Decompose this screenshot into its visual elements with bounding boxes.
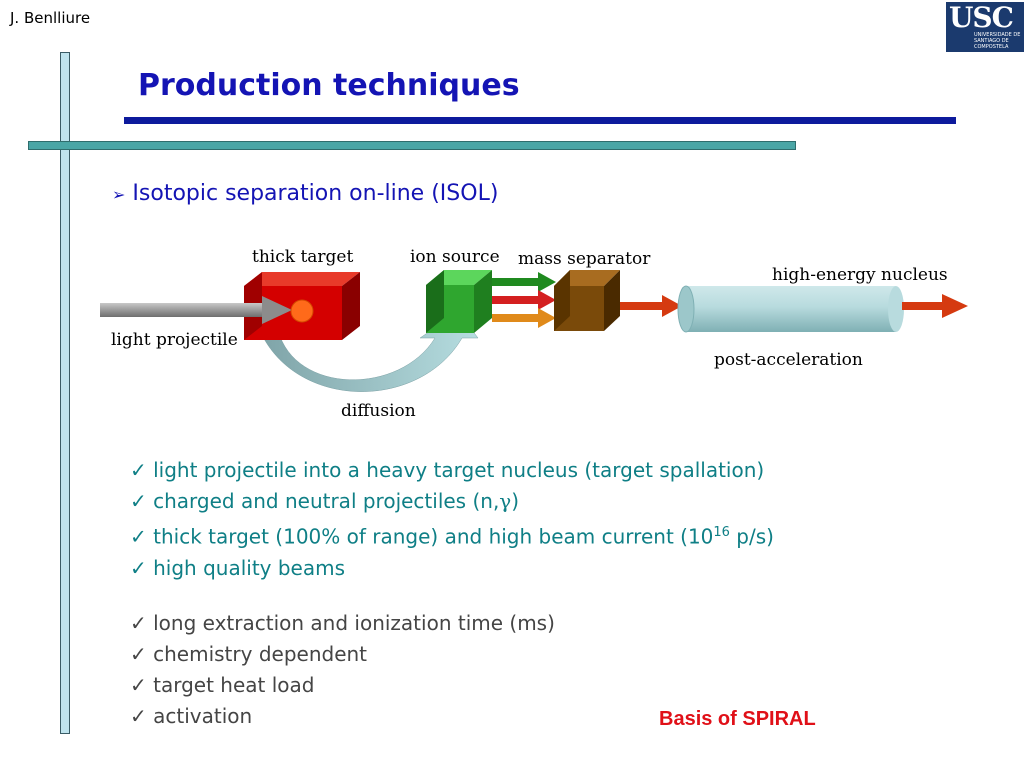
section-heading-text: Isotopic separation on-line (ISOL) <box>132 181 499 206</box>
logo-subtext: UNIVERSIDADE DE SANTIAGO DE COMPOSTELA <box>974 32 1021 50</box>
check-icon: ✓ <box>130 489 147 513</box>
list-item-text-end: ) <box>511 489 520 513</box>
check-icon: ✓ <box>130 611 147 635</box>
section-heading: ➢ Isotopic separation on-line (ISOL) <box>112 181 498 206</box>
list-item: ✓ light projectile into a heavy target n… <box>130 455 774 486</box>
logo-text: USC <box>949 1 1014 34</box>
drawbacks-list: ✓ long extraction and ionization time (m… <box>130 608 555 732</box>
label-post-acceleration: post-acceleration <box>714 350 863 370</box>
list-item: ✓ chemistry dependent <box>130 639 555 670</box>
vertical-decor-bar <box>60 52 70 734</box>
check-icon: ✓ <box>130 458 147 482</box>
diffusion-arrow <box>261 311 479 392</box>
list-item: ✓ long extraction and ionization time (m… <box>130 608 555 639</box>
list-item: ✓ charged and neutral projectiles (n,γ) <box>130 486 774 517</box>
beam-to-accelerator <box>620 295 682 317</box>
output-beam <box>902 294 968 318</box>
exponent: 16 <box>713 525 730 540</box>
label-high-energy-nucleus: high-energy nucleus <box>772 265 948 285</box>
label-light-projectile: light projectile <box>111 330 238 350</box>
list-item: ✓ target heat load <box>130 670 555 701</box>
gamma-symbol: γ <box>499 489 512 513</box>
label-diffusion: diffusion <box>341 401 416 421</box>
list-item-text: chemistry dependent <box>153 642 368 666</box>
arrow-bullet-icon: ➢ <box>112 185 126 204</box>
title-underline <box>124 117 956 124</box>
list-item: ✓ high quality beams <box>130 553 774 584</box>
list-item: ✓ activation <box>130 701 555 732</box>
hot-spot <box>290 299 314 323</box>
list-item-text: light projectile into a heavy target nuc… <box>153 458 765 482</box>
list-item-text-end: p/s) <box>729 524 774 549</box>
horizontal-decor-bar <box>28 141 796 150</box>
check-icon: ✓ <box>130 673 147 697</box>
projectile-beam <box>100 296 292 324</box>
separated-beams <box>492 272 556 328</box>
list-item: ✓ thick target (100% of range) and high … <box>130 517 774 553</box>
check-icon: ✓ <box>130 524 147 549</box>
mass-separator-box <box>554 270 620 331</box>
advantages-list: ✓ light projectile into a heavy target n… <box>130 455 774 584</box>
check-icon: ✓ <box>130 704 147 728</box>
check-icon: ✓ <box>130 555 147 580</box>
footer-note: Basis of SPIRAL <box>659 708 816 730</box>
list-item-text: activation <box>153 704 253 728</box>
ion-source-box <box>426 270 492 333</box>
label-ion-source: ion source <box>410 247 500 267</box>
list-item-text: charged and neutral projectiles (n, <box>153 489 500 513</box>
list-item-text: thick target (100% of range) and high be… <box>153 524 714 549</box>
usc-logo: USC UNIVERSIDADE DE SANTIAGO DE COMPOSTE… <box>946 2 1024 52</box>
check-icon: ✓ <box>130 642 147 666</box>
label-mass-separator: mass separator <box>518 249 651 269</box>
list-item-text: target heat load <box>153 673 315 697</box>
list-item-text: long extraction and ionization time (ms) <box>153 611 555 635</box>
list-item-text: high quality beams <box>153 555 346 580</box>
slide-title: Production techniques <box>138 68 520 103</box>
author-name: J. Benlliure <box>10 9 91 27</box>
post-accelerator-cylinder <box>677 285 904 333</box>
label-thick-target: thick target <box>252 247 354 267</box>
